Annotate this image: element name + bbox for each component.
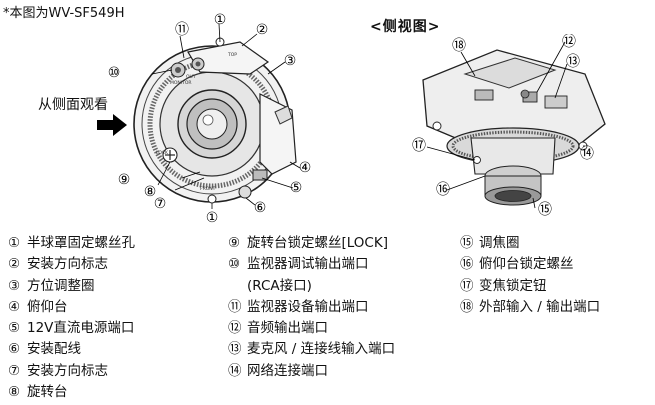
legend-text: 安装方向标志 [27, 362, 108, 379]
legend-text: 方位调整圈 [27, 277, 95, 294]
callout-2: ② [256, 22, 269, 38]
front-marking: FRONT [200, 186, 216, 192]
legend-item-continuation: (RCA接口) [247, 277, 312, 294]
camera-side-view-figure: ⑱ ⑫ ⑬ ⑭ ⑮ ⑯ ⑰ [412, 34, 606, 218]
legend-num: ⑥ [8, 341, 21, 358]
legend-num: ⑭ [228, 362, 242, 379]
legend-item: ⑪ 监视器设备输出端口 [228, 297, 395, 318]
callout-9: ⑨ [118, 172, 131, 188]
camera-top-view-figure: MONITOR OUT LOCK FRONT TOP ① ② ③ ④ ⑤ ⑥ ⑦… [108, 12, 312, 226]
legend-text: 俯仰台 [27, 298, 68, 315]
legend-item: ⑭ 网络连接端口 [228, 361, 395, 382]
callout-18: ⑱ [452, 38, 466, 54]
legend-item: ⑨ 旋转台锁定螺丝[LOCK] [228, 233, 395, 254]
callout-4: ④ [299, 160, 312, 176]
lock-marking: LOCK [156, 150, 169, 156]
legend-item: ⑤ 12V直流电源端口 [8, 318, 135, 339]
legend-text: 安装方向标志 [27, 256, 108, 273]
legend-num: ⑨ [228, 235, 241, 251]
model-note: *本图为WV-SF549H [3, 6, 125, 21]
legend-text: 麦克风 / 连接线输入端口 [247, 341, 396, 358]
callout-15: ⑮ [538, 202, 552, 218]
legend-item: ③ 方位调整圈 [8, 276, 135, 297]
side-view-body [422, 49, 606, 206]
legend-num: ⑪ [228, 298, 242, 315]
legend-text: 旋转台锁定螺丝[LOCK] [247, 235, 388, 251]
legend-text: 网络连接端口 [247, 362, 328, 379]
legend-item: ② 安装方向标志 [8, 254, 135, 275]
legend-num: ⑦ [8, 362, 21, 379]
legend-num: ⑰ [460, 277, 474, 294]
top-marking: TOP [227, 52, 237, 58]
legend-item: ⑱ 外部输入 / 输出端口 [460, 297, 600, 318]
legend-column-2: ⑨ 旋转台锁定螺丝[LOCK] ⑩ 监视器调试输出端口 (RCA接口) ⑪ 监视器设备… [228, 233, 395, 382]
legend-text: 12V直流电源端口 [27, 320, 135, 337]
legend-item: ⑯ 俯仰台锁定螺丝 [460, 254, 600, 275]
side-view-title: <侧视图> [370, 19, 441, 35]
legend-item: ⑮ 调焦圈 [460, 233, 600, 254]
callout-1-top: ① [214, 12, 227, 28]
legend-num: ⑤ [8, 320, 21, 337]
legend-item: ⑦ 安装方向标志 [8, 361, 135, 382]
legend-num: ⑬ [228, 341, 242, 358]
legend-num: ⑩ [228, 256, 241, 273]
legend-item: ⑥ 安装配线 [8, 339, 135, 360]
callout-11: ⑪ [175, 22, 189, 38]
legend-num: ④ [8, 298, 21, 315]
legend-num: ⑫ [228, 320, 242, 337]
legend-item: ⑫ 音频输出端口 [228, 318, 395, 339]
legend-num: ① [8, 235, 21, 251]
legend-item: ⑰ 变焦锁定钮 [460, 276, 600, 297]
legend-item: ① 半球罩固定螺丝孔 [8, 233, 135, 254]
callout-leaders-left [151, 23, 301, 209]
callout-7: ⑦ [154, 196, 167, 212]
camera-body: MONITOR OUT LOCK FRONT TOP [133, 37, 297, 204]
legend-text: 旋转台 [27, 384, 68, 401]
legend-text: 监视器设备输出端口 [247, 298, 369, 315]
legend-item: ⑬ 麦克风 / 连接线输入端口 [228, 339, 395, 360]
callout-8: ⑧ [144, 184, 157, 200]
callout-3: ③ [284, 53, 297, 69]
out-marking: OUT [186, 74, 196, 80]
legend-text: 安装配线 [27, 341, 81, 358]
legend-text: 音频输出端口 [247, 320, 328, 337]
callout-6: ⑥ [254, 200, 267, 216]
callout-14: ⑭ [580, 146, 594, 162]
legend-text: 俯仰台锁定螺丝 [479, 256, 574, 273]
callout-5: ⑤ [290, 180, 303, 196]
legend-column-3: ⑮ 调焦圈 ⑯ 俯仰台锁定螺丝 ⑰ 变焦锁定钮 ⑱ 外部输入 / 输出端口 [460, 233, 600, 318]
legend-item: ④ 俯仰台 [8, 297, 135, 318]
legend-text: 变焦锁定钮 [479, 277, 547, 294]
callout-13: ⑬ [566, 54, 580, 70]
callout-12: ⑫ [562, 34, 576, 50]
legend-num: ② [8, 256, 21, 273]
callout-17: ⑰ [412, 138, 426, 154]
callout-1-bottom: ① [206, 210, 219, 226]
legend-num: ⑮ [460, 235, 474, 251]
legend-item: ⑧ 旋转台 [8, 382, 135, 403]
legend-num: ⑯ [460, 256, 474, 273]
legend-num: ⑧ [8, 384, 21, 401]
legend-text: 调焦圈 [479, 235, 520, 251]
monitor-marking: MONITOR [170, 80, 192, 86]
legend-column-1: ① 半球罩固定螺丝孔 ② 安装方向标志 ③ 方位调整圈 ④ 俯仰台 ⑤ 12V直流电源端口… [8, 233, 135, 403]
legend-text: 监视器调试输出端口 [247, 256, 369, 273]
legend-text: 半球罩固定螺丝孔 [27, 235, 135, 251]
callout-leaders-right [426, 41, 585, 209]
callout-10: ⑩ [108, 65, 121, 81]
legend-num: ③ [8, 277, 21, 294]
legend-item: ⑩ 监视器调试输出端口 [228, 254, 395, 275]
view-direction-label: 从侧面观看 [38, 97, 108, 113]
legend-text: 外部输入 / 输出端口 [479, 298, 601, 315]
legend-num: ⑱ [460, 298, 474, 315]
callout-16: ⑯ [436, 182, 450, 198]
view-direction-arrow-icon [97, 114, 127, 136]
